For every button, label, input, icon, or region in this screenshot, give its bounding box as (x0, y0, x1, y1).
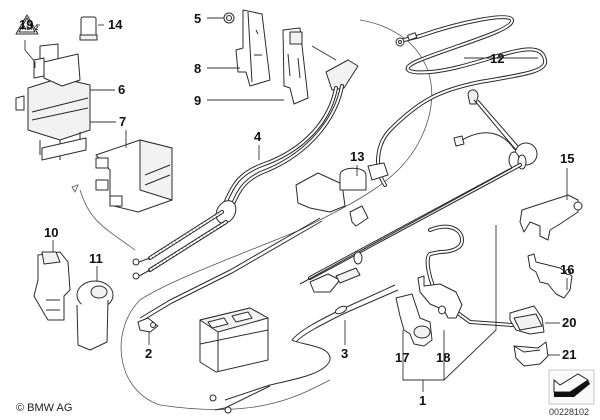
assembly-arrow (311, 45, 337, 61)
callout-20: 20 (562, 315, 576, 330)
part-4-positive-cable[interactable] (132, 59, 359, 280)
callout-10: 10 (44, 225, 58, 240)
callout-3: 3 (341, 346, 348, 361)
callout-15: 15 (560, 151, 574, 166)
part-3-ground-cable[interactable] (209, 284, 399, 414)
part-17-cover[interactable] (395, 293, 433, 347)
thin-lead (139, 217, 321, 319)
callout-11: 11 (89, 251, 103, 266)
part-15-bracket[interactable] (519, 194, 583, 241)
battery-icon (199, 307, 269, 373)
callout-5: 5 (194, 11, 201, 26)
part-21-cover[interactable] (513, 341, 549, 367)
part-13-terminal-cover[interactable] (295, 162, 389, 227)
part-1-harness[interactable] (299, 89, 538, 327)
part-7-fuse-box-cover[interactable] (95, 139, 173, 213)
callout-12: 12 (490, 51, 504, 66)
callout-14: 14 (108, 17, 123, 32)
group-outline (79, 19, 433, 411)
callout-7: 7 (119, 114, 126, 129)
callout-1: 1 (419, 393, 426, 408)
group-outline-arrow (71, 184, 79, 193)
part-2-ground-connector[interactable] (137, 317, 159, 333)
part-14-fuse[interactable] (79, 16, 98, 41)
diagram-number: 00228102 (549, 407, 590, 417)
part-12-cable[interactable] (376, 15, 548, 187)
part-16-switch[interactable] (527, 253, 573, 299)
callout-16: 16 (560, 262, 574, 277)
relay-switch (417, 275, 463, 319)
callout-labels: 19 14 6 7 5 8 9 4 12 13 15 16 10 11 2 3 … (19, 11, 576, 408)
callout-6: 6 (118, 82, 125, 97)
callout-21: 21 (562, 347, 576, 362)
part-6-fuse-carrier[interactable] (15, 43, 91, 161)
copyright-text: © BMW AG (16, 402, 73, 414)
callout-2: 2 (145, 346, 152, 361)
warning-label-text: ALT 2 (22, 26, 39, 32)
thin-lead-2 (141, 220, 323, 322)
callout-13: 13 (350, 149, 364, 164)
corrugated-sleeve (148, 210, 228, 272)
callout-9: 9 (194, 93, 201, 108)
catalog-arrow-icon (548, 369, 595, 405)
part-20-cap[interactable] (509, 305, 545, 335)
callout-4: 4 (254, 129, 262, 144)
part-10-cover[interactable] (33, 251, 71, 321)
callout-19: 19 (19, 17, 33, 32)
part-11-grommet[interactable] (76, 280, 114, 351)
leader-lines (24, 17, 568, 392)
part-8-holder[interactable] (235, 9, 271, 87)
part-18-nut[interactable] (438, 305, 446, 315)
part-19-warning-label[interactable]: ALT 2 (15, 14, 39, 35)
part-9-holder[interactable] (282, 27, 309, 105)
callout-18: 18 (436, 350, 450, 365)
part-5-cap-nut[interactable] (223, 12, 235, 24)
callout-17: 17 (395, 350, 409, 365)
callout-8: 8 (194, 61, 201, 76)
